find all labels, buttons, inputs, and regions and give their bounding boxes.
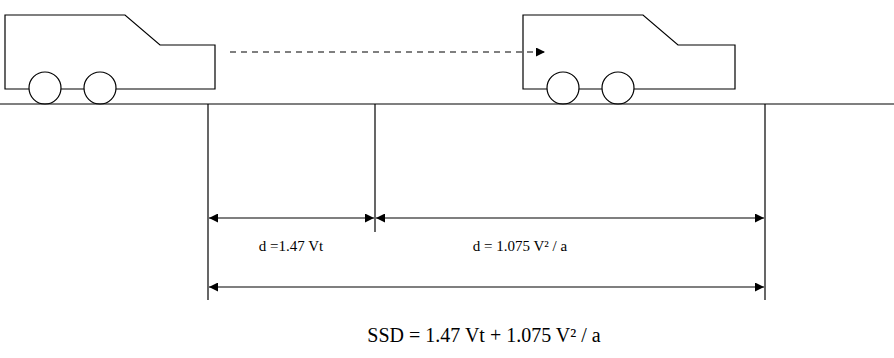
car-right xyxy=(523,15,735,104)
extension-line xyxy=(207,104,208,300)
dimension-arrow xyxy=(209,217,374,218)
formula-label: SSD = 1.47 Vt + 1.075 V² / a xyxy=(365,324,602,346)
car-left xyxy=(5,15,215,104)
extension-line xyxy=(764,104,765,300)
dimension-label: d = 1.075 V² / a xyxy=(471,238,569,255)
ground-line xyxy=(0,103,894,104)
dimension-arrow xyxy=(209,286,764,287)
dimension-arrow xyxy=(376,217,764,218)
motion-arrow xyxy=(230,51,545,52)
extension-line xyxy=(374,104,375,232)
dimension-label: d =1.47 Vt xyxy=(257,238,325,255)
